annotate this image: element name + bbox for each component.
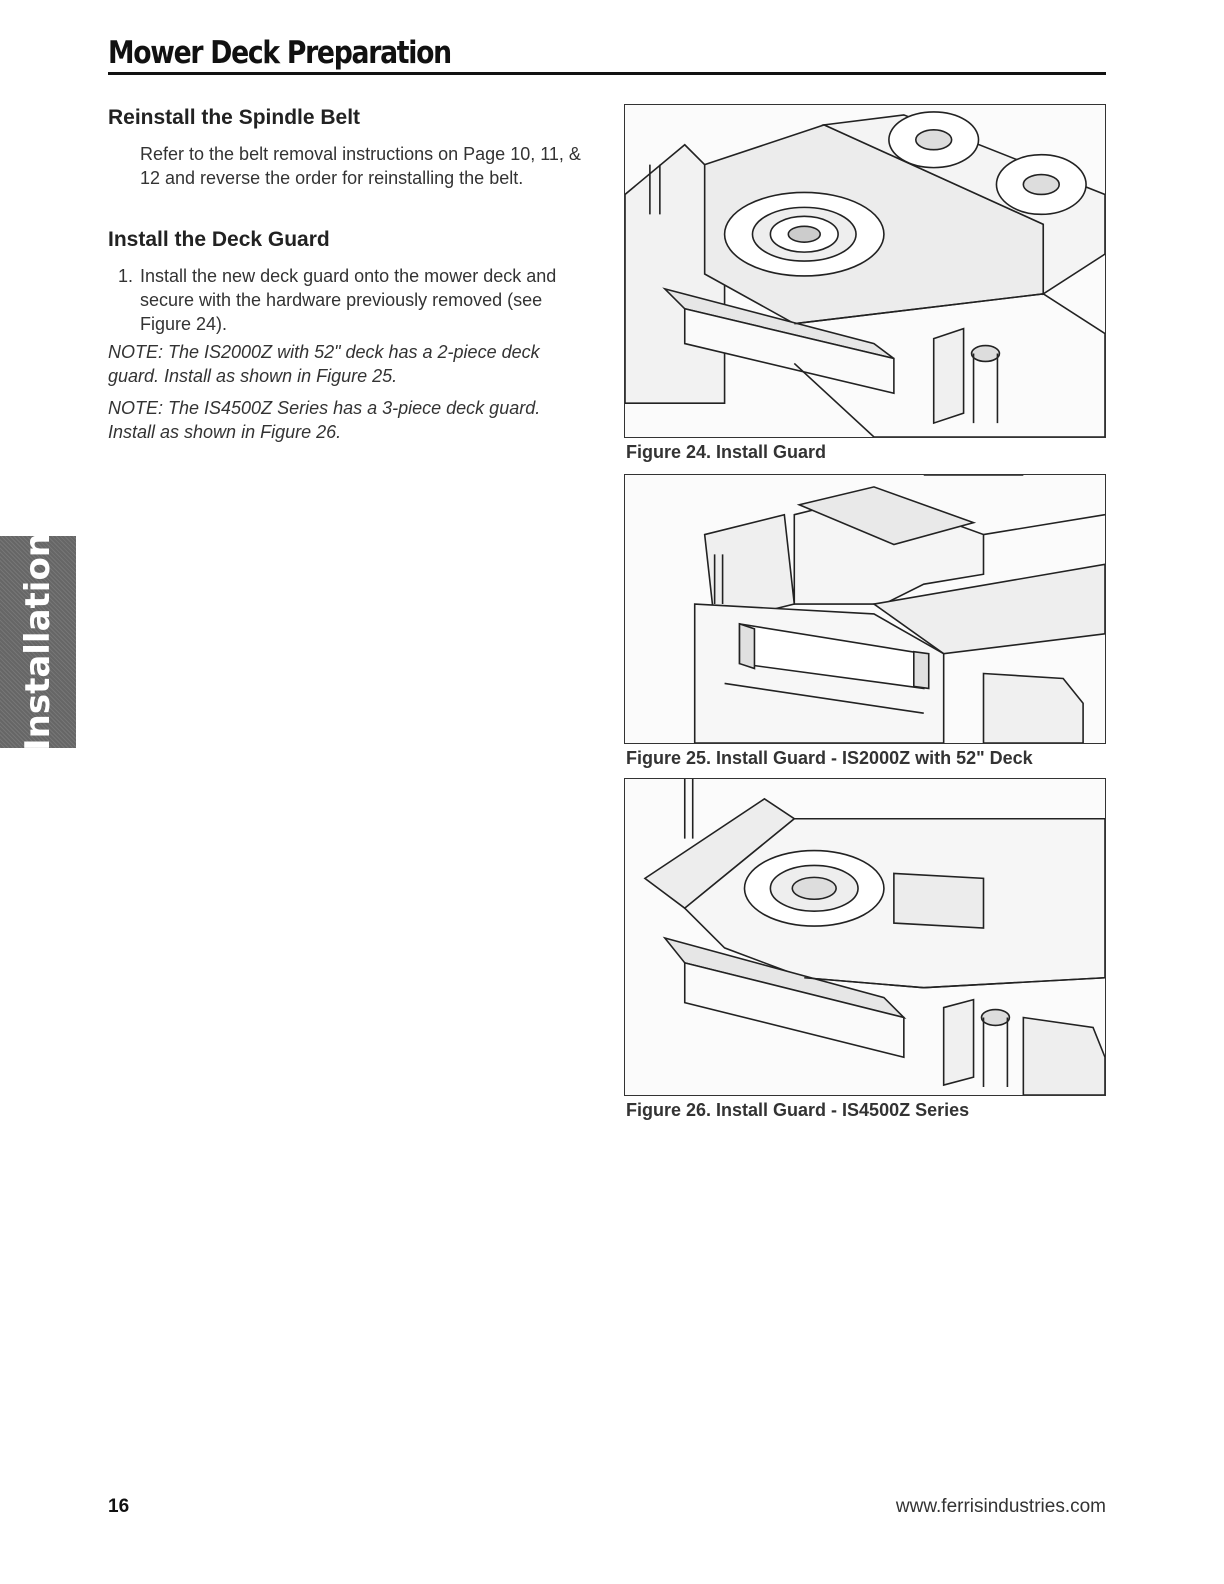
side-tab-installation: Installation bbox=[0, 532, 76, 752]
figure-24-illustration bbox=[624, 104, 1106, 438]
note-is4500z: NOTE: The IS4500Z Series has a 3-piece d… bbox=[108, 398, 541, 442]
step-item: 1. Install the new deck guard onto the m… bbox=[108, 264, 588, 336]
figure-25-illustration bbox=[624, 474, 1106, 744]
section-heading-deck-guard: Install the Deck Guard bbox=[108, 228, 330, 251]
figure-24-caption: Figure 24. Install Guard bbox=[626, 442, 827, 462]
side-tab-label: Installation bbox=[18, 532, 58, 752]
website-link[interactable]: www.ferrisindustries.com bbox=[895, 1496, 1106, 1517]
page-header: Mower Deck Preparation bbox=[108, 34, 1106, 75]
figure-26-caption: Figure 26. Install Guard - IS4500Z Serie… bbox=[626, 1100, 970, 1120]
page-title: Mower Deck Preparation bbox=[108, 34, 458, 72]
figure-26-illustration bbox=[624, 778, 1106, 1096]
page-number: 16 bbox=[108, 1496, 130, 1517]
section-heading-spindle-belt: Reinstall the Spindle Belt bbox=[108, 106, 361, 129]
note-is2000z: NOTE: The IS2000Z with 52" deck has a 2-… bbox=[108, 342, 540, 386]
figure-25-caption: Figure 25. Install Guard - IS2000Z with … bbox=[626, 748, 1033, 768]
spindle-belt-paragraph: Refer to the belt removal instructions o… bbox=[140, 144, 581, 188]
step-number: 1. bbox=[118, 266, 134, 286]
step-text: Install the new deck guard onto the mowe… bbox=[140, 266, 557, 334]
